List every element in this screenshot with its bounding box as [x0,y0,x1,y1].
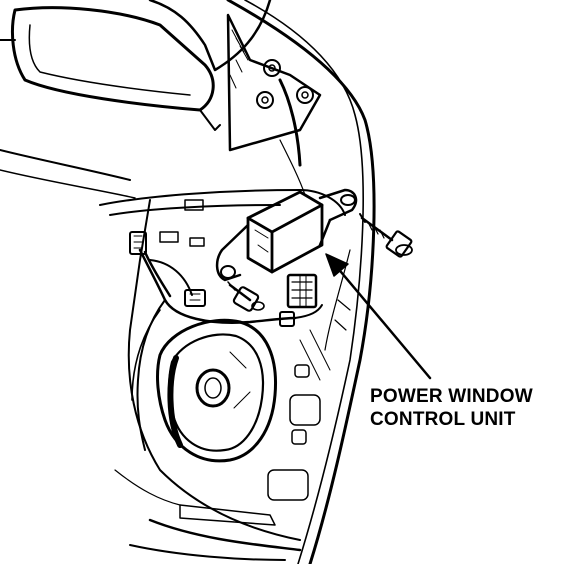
leader-arrow-icon [325,253,432,380]
screw-icon [227,213,413,312]
callout-label-line1: POWER WINDOW [370,386,533,407]
inner-panel [99,189,346,561]
callout-label-line2: CONTROL UNIT [370,409,516,430]
panel-detail-marks [114,139,351,506]
speaker-icon [156,318,278,463]
control-unit-icon [246,190,324,274]
mirror-mount [226,13,322,167]
mirror-icon [0,6,221,131]
connector-icon [129,231,318,327]
door-frame [0,0,376,566]
